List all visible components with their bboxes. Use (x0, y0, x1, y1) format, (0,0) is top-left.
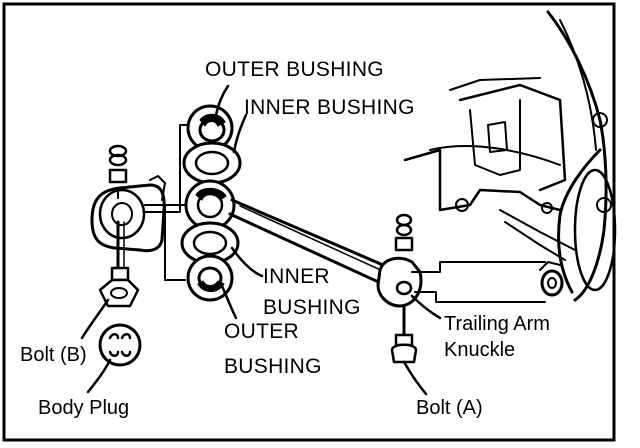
outer-bushing-top (186, 104, 234, 152)
bolt-a (390, 304, 418, 364)
label-bolt-a: Bolt (A) (416, 397, 483, 419)
label-knuckle: Knuckle (444, 339, 515, 361)
body-plug (98, 323, 142, 367)
outer-bushing-bottom (186, 254, 234, 302)
knuckle-leader-lines (411, 261, 546, 303)
label-outer-bushing-top: OUTER BUSHING (205, 58, 384, 81)
label-outer-bushing-bottom-1: OUTER (224, 320, 299, 343)
body-bracket (90, 175, 166, 253)
callout-leaders (80, 84, 442, 396)
bolt-b-nut-stack (108, 144, 128, 199)
bolt-a-nut-stack (394, 213, 414, 252)
label-outer-bushing-bottom-2: BUSHING (224, 355, 322, 378)
label-bolt-b: Bolt (B) (20, 344, 87, 366)
bolt-b (98, 220, 140, 308)
label-inner-bushing-bottom-2: BUSHING (263, 296, 361, 319)
inner-bushing-top (182, 141, 242, 185)
trailing-arm-bushing-eye (184, 179, 236, 231)
label-body-plug: Body Plug (38, 397, 129, 419)
wheel-hub-assembly (403, 10, 617, 302)
trailing-arm (228, 198, 392, 287)
trailing-arm-knuckle-end (376, 256, 423, 308)
label-trailing-arm: Trailing Arm (444, 313, 550, 335)
label-inner-bushing-top: INNER BUSHING (244, 96, 415, 119)
label-inner-bushing-bottom-1: INNER (263, 265, 330, 288)
